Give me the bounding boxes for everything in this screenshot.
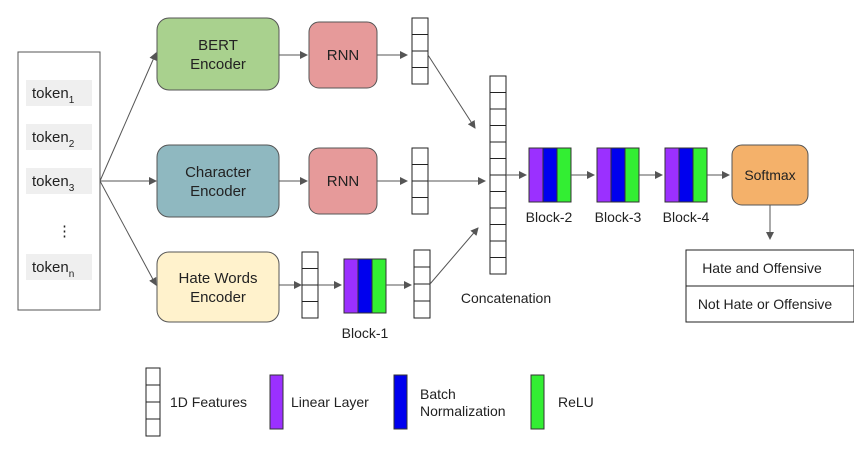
block-4-linear: [664, 147, 680, 203]
token-1-base: token: [32, 85, 69, 102]
svg-text:token1: token1: [32, 85, 75, 106]
legend-relu: ReLU: [530, 374, 594, 430]
block-4-batchnorm: [678, 147, 694, 203]
token-2: token2: [26, 124, 92, 150]
arrow-bottom-to-concat: [429, 227, 479, 285]
legend-linear: Linear Layer: [269, 374, 369, 430]
token-1-subscript: 1: [69, 95, 75, 106]
character-encoder-box: [156, 144, 280, 218]
block-1: Block-1: [342, 258, 389, 341]
token-ellipsis: ⋮: [57, 223, 72, 240]
output-not-hate-label: Not Hate or Offensive: [698, 296, 833, 312]
block-4: Block-4: [663, 147, 710, 225]
bert-encoder-box: [156, 17, 280, 91]
token-2-background: [26, 124, 92, 150]
token-n-background: [26, 254, 92, 280]
block-3-linear: [596, 147, 612, 203]
legend-batchnorm-label-1: Batch: [420, 386, 456, 402]
hate-words-encoder-line1: Hate Words: [179, 270, 258, 287]
token-2-base: token: [32, 129, 69, 146]
block-2-label: Block-2: [526, 209, 573, 225]
output-hate-label: Hate and Offensive: [702, 260, 822, 276]
block-1-linear: [343, 258, 359, 314]
block-3-label: Block-3: [595, 209, 642, 225]
rnn-middle-label: RNN: [327, 173, 360, 190]
output-classes: Hate and Offensive Not Hate or Offensive: [685, 249, 854, 323]
legend-batchnorm: Batch Normalization: [393, 374, 506, 430]
concatenation-label: Concatenation: [461, 290, 551, 306]
hate-words-encoder-line2: Encoder: [190, 289, 246, 306]
block-2-relu: [556, 147, 572, 203]
concatenation-vector: [489, 75, 507, 275]
character-encoder: Character Encoder: [156, 144, 280, 218]
legend-features: 1D Features: [145, 367, 247, 437]
block-3-relu: [624, 147, 640, 203]
bert-encoder-line2: Encoder: [190, 56, 246, 73]
block-2-batchnorm: [542, 147, 558, 203]
legend: 1D Features Linear Layer Batch Normaliza…: [145, 367, 594, 437]
svg-text:tokenn: tokenn: [32, 259, 74, 280]
rnn-top: RNN: [308, 21, 378, 89]
character-encoder-line1: Character: [185, 164, 251, 181]
softmax: Softmax: [731, 144, 809, 206]
svg-text:token2: token2: [32, 129, 75, 150]
bert-encoder-line1: BERT: [198, 37, 238, 54]
block-1-batchnorm: [357, 258, 373, 314]
block-1-relu: [371, 258, 387, 314]
legend-relu-swatch: [530, 374, 545, 430]
feature-vector-hatewords-out: [413, 249, 431, 319]
legend-batchnorm-swatch: [393, 374, 408, 430]
svg-text:token3: token3: [32, 173, 75, 194]
token-2-subscript: 2: [69, 139, 75, 150]
rnn-top-label: RNN: [327, 47, 360, 64]
block-3: Block-3: [595, 147, 642, 225]
arrow-tokens-to-hatewords: [99, 180, 157, 286]
token-1-background: [26, 80, 92, 106]
arrow-tokens-to-bert: [99, 52, 157, 182]
feature-vector-middle: [411, 147, 429, 215]
hate-words-encoder: Hate Words Encoder: [156, 251, 280, 323]
token-3: token3: [26, 168, 92, 194]
legend-relu-label: ReLU: [558, 394, 594, 410]
legend-linear-swatch: [269, 374, 284, 430]
output-hate-box: [685, 249, 854, 287]
character-encoder-line2: Encoder: [190, 183, 246, 200]
block-1-label: Block-1: [342, 325, 389, 341]
token-3-subscript: 3: [69, 183, 75, 194]
token-n-subscript: n: [69, 269, 75, 280]
token-n: tokenn: [26, 254, 92, 280]
feature-vector-top: [411, 17, 429, 85]
legend-linear-label: Linear Layer: [291, 394, 369, 410]
arrow-top-to-concat: [427, 54, 476, 129]
hate-words-encoder-box: [156, 251, 280, 323]
legend-batchnorm-label-2: Normalization: [420, 403, 506, 419]
token-3-background: [26, 168, 92, 194]
token-3-base: token: [32, 173, 69, 190]
block-2: Block-2: [526, 147, 573, 225]
block-3-batchnorm: [610, 147, 626, 203]
block-4-relu: [692, 147, 708, 203]
block-4-label: Block-4: [663, 209, 710, 225]
rnn-middle: RNN: [308, 147, 378, 215]
token-n-base: token: [32, 259, 69, 276]
block-2-linear: [528, 147, 544, 203]
legend-features-label: 1D Features: [170, 394, 247, 410]
output-not-hate-box: [685, 285, 854, 323]
softmax-label: Softmax: [744, 167, 795, 183]
token-1: token1: [26, 80, 92, 106]
bert-encoder: BERT Encoder: [156, 17, 280, 91]
feature-vector-hatewords-in: [301, 251, 319, 319]
